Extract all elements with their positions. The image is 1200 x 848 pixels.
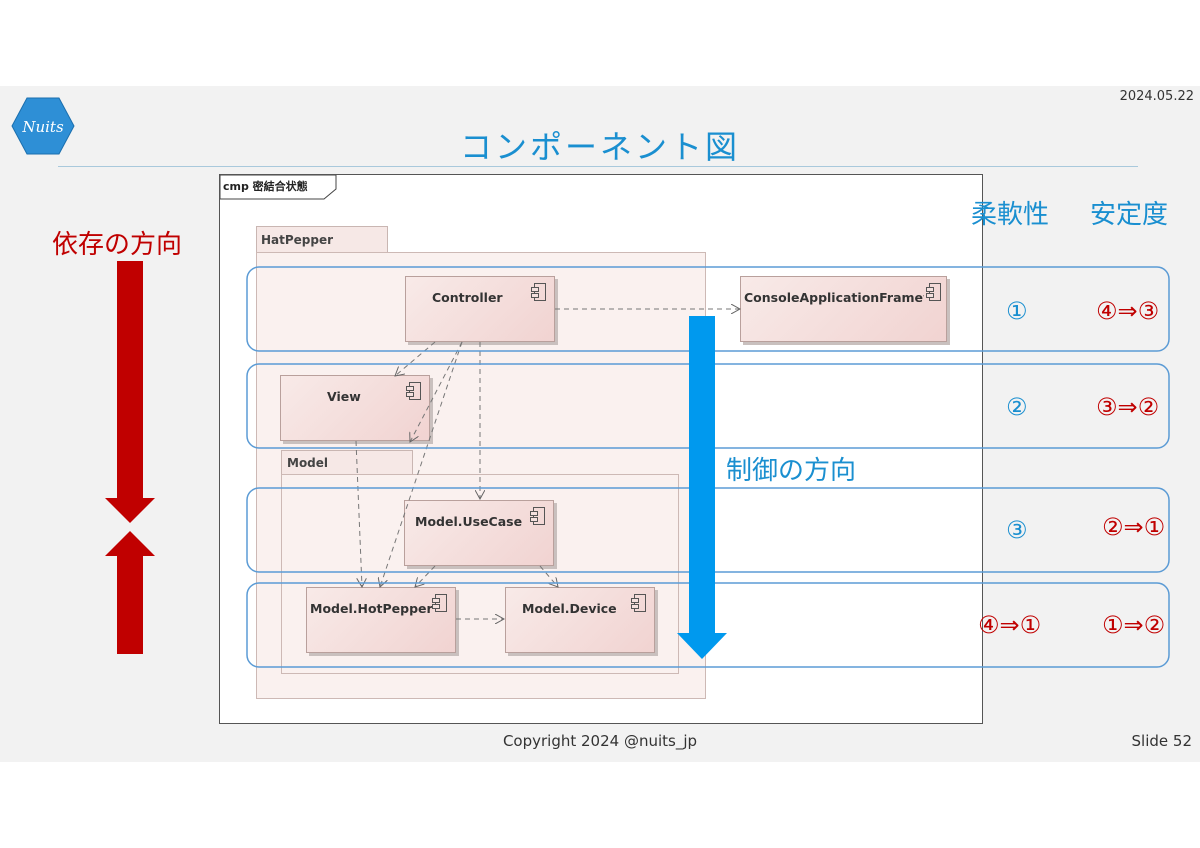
component-view: View	[280, 375, 430, 441]
component-icon	[926, 283, 941, 301]
component-label: Model.HotPepper	[310, 601, 433, 616]
logo-text: Nuits	[21, 118, 64, 136]
package-label-model: Model	[287, 456, 329, 470]
frame-title: cmp 密結合状態	[223, 180, 308, 193]
row4-flexibility: ④⇒①	[978, 611, 1042, 639]
row1-flexibility: ①	[1006, 297, 1028, 325]
component-label: View	[327, 389, 361, 404]
row3-stability: ②⇒①	[1102, 513, 1166, 541]
component-label: Model.UseCase	[415, 514, 523, 529]
slide: 2024.05.22 Nuits コンポーネント図 依存の方向 cmp 密結合状…	[0, 86, 1200, 762]
component-hotpepper: Model.HotPepper	[306, 587, 456, 653]
title-divider	[58, 166, 1138, 167]
component-device: Model.Device	[505, 587, 655, 653]
component-diagram: cmp 密結合状態 HatPepper Model Controller Con…	[219, 174, 983, 724]
copyright-footer: Copyright 2024 @nuits_jp	[502, 732, 698, 750]
slide-number: Slide 52	[1131, 732, 1192, 750]
component-label: ConsoleApplicationFramework	[744, 290, 924, 305]
row3-flexibility: ③	[1006, 516, 1028, 544]
dependency-direction-label: 依存の方向	[52, 230, 183, 260]
row4-stability: ①⇒②	[1102, 611, 1166, 639]
component-label: Model.Device	[522, 601, 617, 616]
control-direction-label: 制御の方向	[726, 456, 857, 486]
slide-title: コンポーネント図	[459, 128, 740, 166]
row2-stability: ③⇒②	[1096, 393, 1160, 421]
component-icon	[406, 382, 421, 400]
component-icon	[530, 507, 545, 525]
row1-stability: ④⇒③	[1096, 297, 1160, 325]
dependency-arrows	[355, 175, 982, 723]
dependency-arrow-up	[105, 531, 155, 654]
nuits-logo: Nuits	[10, 96, 76, 156]
date-label: 2024.05.22	[1119, 89, 1194, 104]
component-controller: Controller	[405, 276, 555, 342]
dependency-arrow-down	[105, 261, 155, 523]
package-label-hatpepper: HatPepper	[261, 233, 334, 247]
annotation-overlay	[105, 261, 1170, 668]
component-label: Controller	[432, 290, 503, 305]
component-usecase: Model.UseCase	[404, 500, 554, 566]
component-console-framework: ConsoleApplicationFramework	[740, 276, 947, 342]
flexibility-header: 柔軟性	[971, 200, 1050, 230]
row2-flexibility: ②	[1006, 393, 1028, 421]
control-arrow-down	[677, 316, 727, 659]
component-icon	[631, 594, 646, 612]
component-icon	[531, 283, 546, 301]
stability-header: 安定度	[1090, 200, 1169, 230]
component-icon	[432, 594, 447, 612]
frame-tab	[220, 175, 337, 200]
